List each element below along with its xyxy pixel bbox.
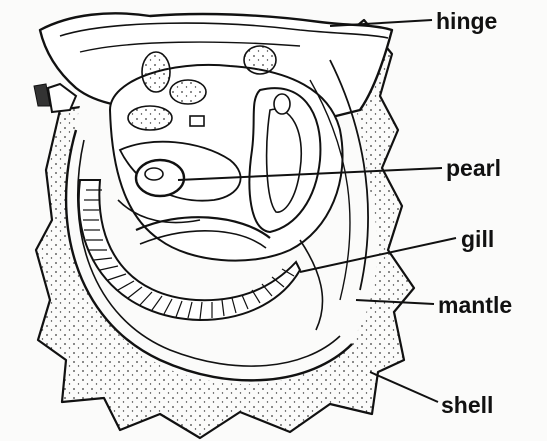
label-mantle: mantle [438,294,512,317]
label-gill: gill [461,228,494,251]
shell-leader [370,372,438,402]
label-pearl: pearl [446,157,501,180]
label-shell: shell [441,394,493,417]
hinge-leader [330,20,432,26]
label-hinge: hinge [436,10,497,33]
